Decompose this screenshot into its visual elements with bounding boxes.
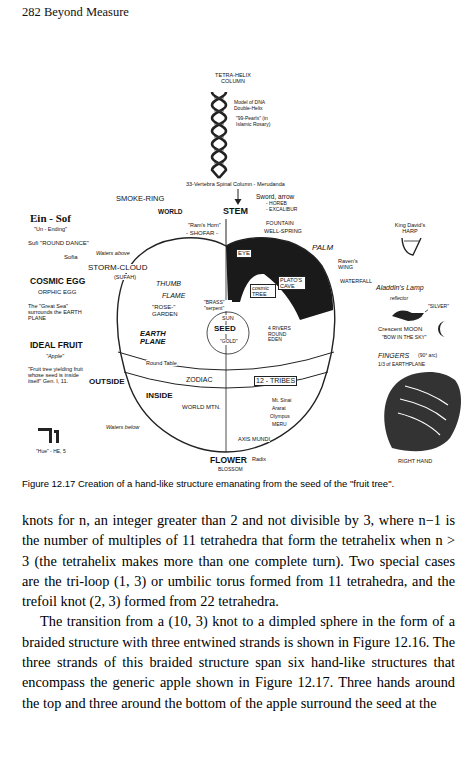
figure-label: Sword, arrow [256, 193, 294, 200]
figure-label: Model of DNA Double-Helix [234, 100, 276, 111]
figure-label: (SUFAH) [114, 274, 136, 280]
hebrew-glyph [38, 428, 59, 443]
figure-label: Waters below [106, 424, 139, 430]
figure-label: STEM [223, 207, 248, 217]
hand-icon [384, 372, 461, 451]
axis-line [226, 246, 227, 452]
helix-rung [214, 98, 224, 99]
figure-label: SEED [214, 325, 236, 334]
helix-rung [214, 150, 224, 151]
figure-label: "SILVER" [428, 304, 449, 310]
figure-label: AXIS MUNDI [238, 436, 270, 442]
figure-label: EARTH PLANE [140, 330, 174, 347]
figure-label: PLATO'S CAVE [278, 276, 306, 290]
figure-label: Ararat [272, 406, 286, 412]
figure-label: "Fruit tree yielding fruit whose seed is… [28, 366, 88, 384]
arrow-head [235, 199, 242, 205]
figure-label: reflector [390, 296, 408, 302]
figure-label: ZODIAC [186, 376, 212, 384]
figure-label: THUMB [156, 280, 181, 288]
apple-outline [117, 238, 335, 452]
seed-circle [207, 312, 249, 354]
stem-line [226, 219, 227, 246]
figure-label: FOUNTAIN [266, 220, 294, 226]
figure-label: RIGHT HAND [398, 458, 432, 464]
figure-label: COSMIC EGG [30, 277, 85, 286]
figure-label: Aladdin's Lamp [376, 284, 424, 292]
figure-label: EYE [236, 249, 252, 258]
figure-label: Olympus [270, 414, 290, 420]
body-paragraph: The transition from a (10, 3) knot to a … [22, 611, 455, 712]
helix-rung [214, 137, 224, 138]
figure-label: OUTSIDE [89, 378, 125, 387]
crescent-icon [438, 321, 446, 337]
figure-label: "GOLD" [220, 339, 238, 345]
lamp-icon [392, 311, 424, 321]
running-head: 282 Beyond Measure [22, 6, 129, 20]
finger-gap [398, 413, 440, 435]
figure-label: Waters above [96, 250, 130, 256]
figure-label: STORM-CLOUD [88, 264, 147, 273]
figure-label: "Hue" - HE, 5 [36, 449, 66, 455]
figure-label: Crescent MOON [378, 326, 422, 333]
figure-label: "BRASS" "serpent" [204, 300, 232, 311]
figure-label: Ein - Sof [30, 212, 71, 224]
figure-label: Raven's WING [338, 258, 368, 270]
helix-rung [214, 163, 224, 164]
figure-label: King David's HARP [390, 222, 430, 234]
figure-label: Sufi "ROUND DANCE" [28, 240, 89, 247]
figure-label: - SHOFAR - [186, 230, 218, 237]
figure-label: "Un - Ending" [34, 226, 67, 232]
helix-rung [214, 124, 224, 125]
figure-label: "ROSE-" GARDEN [152, 304, 186, 317]
figure-label: "Apple" [46, 353, 64, 359]
figure-label: BLOSSOM [218, 467, 243, 473]
helix-rungs [214, 98, 224, 163]
figure-label: ORPHIC EGG [38, 289, 76, 296]
figure-label: 4 RIVERS ROUND EDEN [268, 326, 300, 343]
body-paragraph: knots for n, an integer greater than 2 a… [22, 510, 455, 611]
figure-label: (90° arc) [418, 353, 437, 359]
figure-label: "99-Pearls" (in Islamic Rosary) [236, 116, 276, 127]
figure-label: FINGERS [378, 352, 409, 360]
figure-label: 12 - TRIBES [254, 376, 297, 386]
figure-label: "Ram's Horn" [188, 222, 221, 228]
figure-label: 33-Vertebra Spinal Column - Merudanda [186, 181, 285, 187]
figure-label: "BOW IN THE SKY" [382, 335, 427, 341]
figure-label: - HOREB [266, 201, 287, 207]
figure-label: 1/3 of EARTHPLANE [378, 362, 425, 368]
figure-label: Round Table [146, 360, 177, 366]
figure-label: PALM [312, 244, 333, 253]
figure-label: IDEAL FRUIT [30, 341, 83, 350]
finger-gaps [398, 386, 448, 435]
figure-label: Mt. Sinai [272, 398, 291, 404]
figure-label: cosmic TREE [250, 284, 276, 298]
hand-shadow [226, 238, 333, 320]
figure-label: SUN [222, 315, 234, 321]
harp-icon [402, 238, 421, 255]
arrow-shaft [238, 189, 239, 200]
figure-label: - EXCALIBUR [266, 207, 297, 213]
figure-label: WELL-SPRING [264, 228, 302, 234]
figure-label: FLOWER [210, 456, 247, 465]
tetrahelix [212, 92, 226, 178]
helix-rung [214, 111, 224, 112]
figure-label: INSIDE [146, 392, 173, 401]
finger-gap [400, 399, 446, 420]
helix-strand [212, 92, 226, 178]
figure-label: The "Great Sea" surrounds the EARTH PLAN… [28, 303, 90, 321]
harp-string [404, 241, 419, 242]
figure-label: TETRA-HELIX COLUMN [213, 72, 253, 84]
figure-label: WORLD MTN. [182, 404, 221, 411]
helix-strand [212, 92, 226, 178]
figure-label: MERU [272, 422, 287, 428]
figure-label: Radix [252, 456, 266, 462]
figure-caption: Figure 12.17 Creation of a hand-like str… [22, 478, 454, 490]
figure-label: WORLD [158, 208, 183, 215]
figure-label: SMOKE-RING [116, 195, 164, 203]
figure-label: WATERFALL [340, 278, 372, 284]
figure-label: Sofia [64, 254, 78, 261]
figure-label: FLAME [162, 292, 185, 300]
